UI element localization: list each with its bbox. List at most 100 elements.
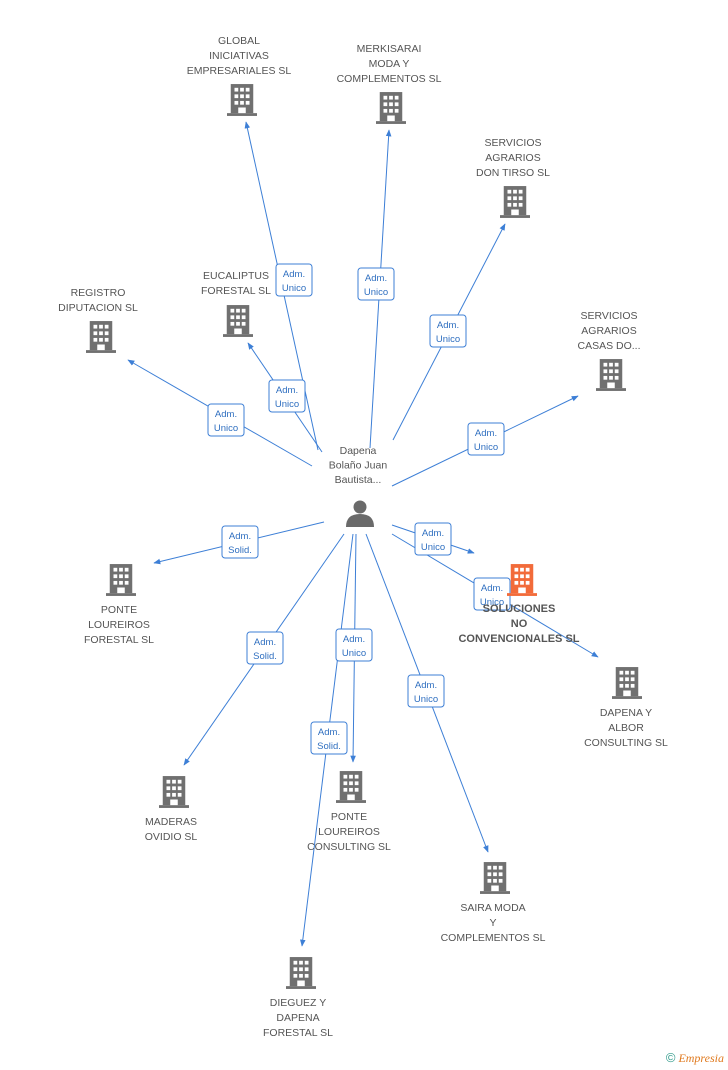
badge-text: Unico [414, 694, 438, 705]
company-name-line: COMPLEMENTOS SL [337, 73, 442, 85]
badge-text: Adm. [229, 531, 251, 542]
company-name-line: REGISTRO [71, 287, 126, 299]
company-name-line: PONTE [101, 604, 137, 616]
badge-text: Unico [421, 542, 445, 553]
badge-frame [221, 525, 259, 559]
role-badge-maderas[interactable]: Adm.Solid. [246, 631, 284, 665]
footer-brand[interactable]: © Empresia [666, 1050, 724, 1066]
company-name-line: DIEGUEZ Y [270, 997, 326, 1009]
company-name-line: EMPRESARIALES SL [187, 65, 292, 77]
company-node-dapena-albor[interactable]: DAPENA Y ALBOR CONSULTING SL [584, 667, 668, 749]
building-icon [596, 359, 626, 391]
badge-frame [335, 628, 373, 662]
badge-frame [429, 314, 467, 348]
company-name-line: FORESTAL SL [201, 285, 271, 297]
badge-text: Unico [436, 334, 460, 345]
company-name-line: FORESTAL SL [263, 1027, 333, 1039]
badge-text: Adm. [475, 428, 497, 439]
role-badge-dieguez[interactable]: Adm.Solid. [310, 721, 348, 755]
center-name-line: Bolaño Juan [329, 460, 388, 472]
center-name-line: Dapena [340, 445, 377, 457]
badge-layer: Adm.UnicoAdm.UnicoAdm.UnicoAdm.UnicoAdm.… [207, 263, 511, 755]
company-name-line: COMPLEMENTOS SL [441, 932, 546, 944]
company-name-line: Y [489, 917, 496, 929]
badge-text: Unico [480, 597, 504, 608]
building-icon [500, 186, 530, 218]
role-badge-don-tirso[interactable]: Adm.Unico [429, 314, 467, 348]
company-name-line: CONVENCIONALES SL [458, 633, 579, 645]
badge-text: Unico [364, 287, 388, 298]
company-node-maderas[interactable]: MADERAS OVIDIO SL [145, 776, 198, 843]
company-node-dieguez[interactable]: DIEGUEZ Y DAPENA FORESTAL SL [263, 957, 333, 1039]
company-name-line: AGRARIOS [581, 325, 636, 337]
role-badge-saira[interactable]: Adm. Unico [407, 674, 445, 708]
company-name-line: CONSULTING SL [307, 841, 391, 853]
center-name-line: Bautista... [335, 474, 382, 486]
role-badge-global[interactable]: Adm.Unico [275, 263, 313, 297]
company-name-line: AGRARIOS [485, 152, 540, 164]
badge-text: Adm. [481, 583, 503, 594]
badge-text: Unico [474, 442, 498, 453]
company-name-line: MADERAS [145, 816, 197, 828]
company-node-merkisarai[interactable]: MERKISARAI MODA Y COMPLEMENTOS SL [337, 43, 442, 124]
badge-frame [275, 263, 313, 297]
role-badge-merkisarai[interactable]: Adm. Unico [357, 267, 395, 301]
badge-frame [246, 631, 284, 665]
company-name-line: OVIDIO SL [145, 831, 198, 843]
company-name-line: LOUREIROS [318, 826, 380, 838]
company-name-line: DAPENA Y [600, 707, 652, 719]
company-name-line: PONTE [331, 811, 367, 823]
building-icon [376, 92, 406, 124]
badge-frame [207, 403, 245, 437]
badge-text: Solid. [228, 545, 252, 556]
company-node-don-tirso[interactable]: SERVICIOS AGRARIOS DON TIRSO SL [476, 137, 550, 218]
role-badge-eucaliptus[interactable]: Adm. Unico [268, 379, 306, 413]
brand-name: Empresia [678, 1051, 724, 1065]
company-name-line: DAPENA [276, 1012, 319, 1024]
badge-text: Adm. [283, 269, 305, 280]
role-badge-soluciones[interactable]: Adm. Unico [414, 522, 452, 556]
badge-frame [357, 267, 395, 301]
building-icon [159, 776, 189, 808]
company-name-line: MERKISARAI [357, 43, 422, 55]
building-icon [227, 84, 257, 116]
company-name-line: SERVICIOS [485, 137, 542, 149]
badge-text: Adm. [365, 273, 387, 284]
building-icon [106, 564, 136, 596]
badge-text: Adm. [422, 528, 444, 539]
badge-text: Solid. [253, 651, 277, 662]
company-name-line: FORESTAL SL [84, 634, 154, 646]
badge-text: Adm. [215, 409, 237, 420]
building-icon [86, 321, 116, 353]
company-node-ponte-forestal[interactable]: PONTE LOUREIROS FORESTAL SL [84, 564, 154, 646]
building-icon [223, 305, 253, 337]
company-name-line: LOUREIROS [88, 619, 150, 631]
role-badge-ponte-consulting[interactable]: Adm.Unico [335, 628, 373, 662]
badge-frame [467, 422, 505, 456]
badge-text: Adm. [415, 680, 437, 691]
company-name-line: CONSULTING SL [584, 737, 668, 749]
role-badge-casas-do[interactable]: Adm. Unico [467, 422, 505, 456]
building-icon [286, 957, 316, 989]
company-name-line: ALBOR [608, 722, 644, 734]
badge-text: Adm. [318, 727, 340, 738]
role-badge-registro[interactable]: Adm.Unico [207, 403, 245, 437]
badge-text: Unico [275, 399, 299, 410]
company-node-ponte-consulting[interactable]: PONTE LOUREIROS CONSULTING SL [307, 771, 391, 853]
badge-frame [268, 379, 306, 413]
company-name-line: DON TIRSO SL [476, 167, 550, 179]
company-name-line: MODA Y [369, 58, 410, 70]
company-name-line: NO [511, 618, 528, 630]
building-icon [507, 564, 537, 596]
badge-text: Adm. [276, 385, 298, 396]
role-badge-ponte-forestal[interactable]: Adm. Solid. [221, 525, 259, 559]
